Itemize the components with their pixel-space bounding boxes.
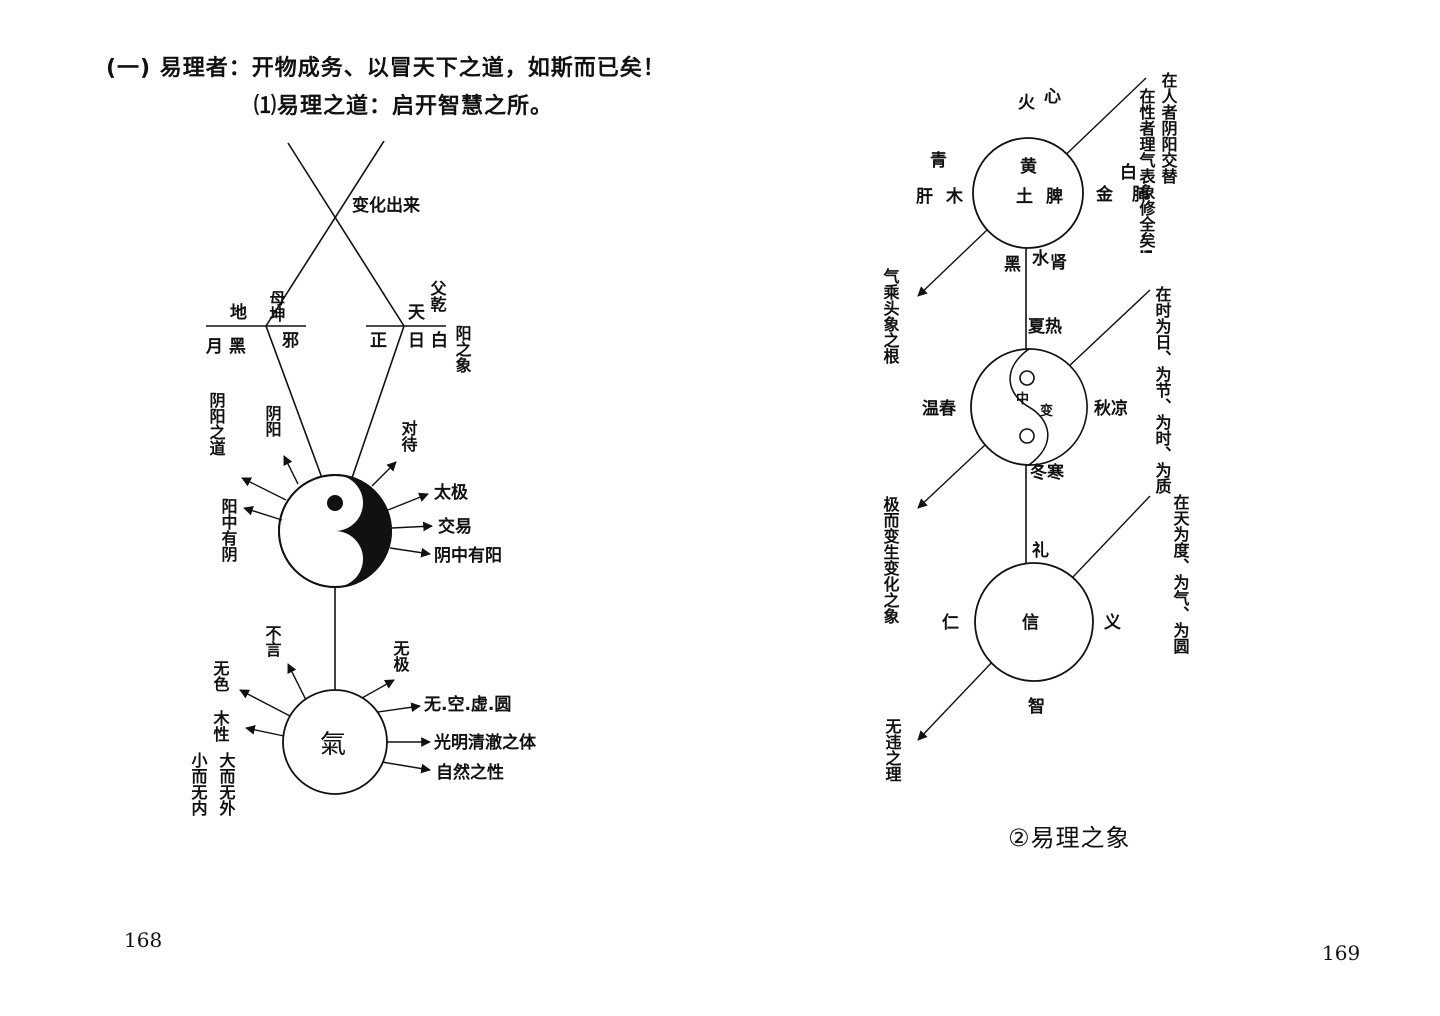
- top-heart-label: 心: [1044, 87, 1061, 107]
- c3-center-label: 信: [1022, 612, 1039, 633]
- qi-left-label-2: 无色: [211, 660, 231, 692]
- below-kidney-label: 肾: [1050, 253, 1067, 273]
- winter-cold-label: 冬寒: [1030, 462, 1064, 483]
- right-bar-label: 正: [370, 331, 387, 351]
- c1-left-label: 土: [1016, 186, 1033, 207]
- qi-left-label-4: 大而无外: [217, 751, 237, 817]
- below-black-label: 黑: [1004, 255, 1021, 275]
- qi-right-label-4: 自然之性: [436, 762, 504, 783]
- right-top-label: 父乾: [428, 280, 448, 312]
- taiji-right-label-1: 对待: [399, 419, 418, 453]
- qi-left-label-3: 木性: [211, 709, 231, 743]
- left-blue-label: 青: [930, 150, 947, 171]
- page-number-left: 168: [124, 928, 163, 952]
- left-bar-label: 邪: [281, 331, 299, 351]
- right-autumn-label: 秋凉: [1094, 398, 1128, 419]
- qi-right-label-3: 光明清澈之体: [433, 732, 537, 753]
- right-white-label: 白: [1120, 162, 1137, 183]
- taiji-left-label-1: 阴阳之道: [207, 392, 226, 456]
- left-spring-label: 温春: [922, 398, 956, 419]
- c3-left-label: 仁: [942, 612, 959, 633]
- c3-bottom-label: 智: [1028, 696, 1045, 717]
- c3-right-label: 义: [1104, 612, 1121, 633]
- below-water-label: 水: [1032, 248, 1050, 269]
- qi-left-label-5: 小而无内: [189, 752, 209, 817]
- section-heading: (一) 易理者：开物成务、以冒天下之道，如斯而已矣！: [106, 56, 666, 81]
- taiji-left-label-2: 阴阳: [263, 405, 282, 438]
- left-top-label: 母坤: [267, 290, 286, 323]
- qi-right-label-1: 无极: [391, 640, 411, 673]
- right-diagram: 火 心 黄 土 脾 青 肝 木 白 金 肺 黑 水 肾 夏热 温春 中 变 秋凉…: [881, 71, 1191, 782]
- top-fire-label: 火: [1018, 93, 1036, 113]
- center-change-label: 变: [1040, 403, 1053, 419]
- qi-right-label-2: 无.空.虚.圆: [423, 694, 511, 715]
- note-right-3: 在时为日、为节、为时、为质: [1153, 285, 1172, 495]
- left-liver-label: 肝: [916, 187, 933, 207]
- note-right-4: 在天为度、为气、为圆: [1171, 493, 1191, 655]
- left-diagram: 变化出来 母坤 地 月 黑 邪 父乾 天 正 日 白 阳之象: [189, 140, 537, 817]
- right-metal-label: 金: [1095, 184, 1114, 205]
- note-left-2: 极而变生变化之象: [881, 495, 900, 625]
- taiji-right-label-3: 交易: [438, 516, 472, 537]
- cross-label: 变化出来: [352, 195, 421, 216]
- note-left-3: 无违之理: [883, 718, 903, 782]
- c3-top-label: 礼: [1032, 540, 1049, 561]
- figure-caption: ②易理之象: [1008, 824, 1131, 852]
- right-under-label: 日 白: [408, 330, 448, 351]
- sub-heading: ⑴易理之道：启开智慧之所。: [254, 94, 554, 119]
- note-left-1: 气乘头象之根: [881, 267, 901, 365]
- taiji-symbol: [278, 474, 392, 588]
- left-side-label: 地: [230, 302, 247, 323]
- taiji-right-label-4: 阴中有阳: [434, 545, 502, 566]
- page-number-right: 169: [1322, 941, 1361, 965]
- qi-circle: 氣: [282, 689, 388, 795]
- left-wood-label: 木: [945, 186, 964, 207]
- taiji-left-label-3: 阳中有阴: [219, 498, 238, 563]
- left-under-label: 月 黑: [205, 337, 246, 357]
- c1-right-label: 脾: [1046, 186, 1063, 207]
- right-vertical-label: 阳之象: [453, 325, 472, 374]
- right-side-label: 天: [408, 303, 426, 323]
- note-right-2: 在性者理气表象修全矣!: [1137, 87, 1157, 255]
- taiji-right-label-2: 太极: [434, 482, 468, 503]
- center-mark-label: 中: [1016, 391, 1029, 407]
- qi-center-label: 氣: [320, 730, 346, 760]
- qi-left-label-1: 不言: [263, 625, 282, 658]
- note-right-1: 在人者阴阳交替: [1159, 71, 1179, 185]
- c1-top-label: 黄: [1020, 156, 1037, 177]
- right-lung-label: 肺: [1132, 185, 1149, 205]
- summer-heat-label: 夏热: [1028, 316, 1062, 337]
